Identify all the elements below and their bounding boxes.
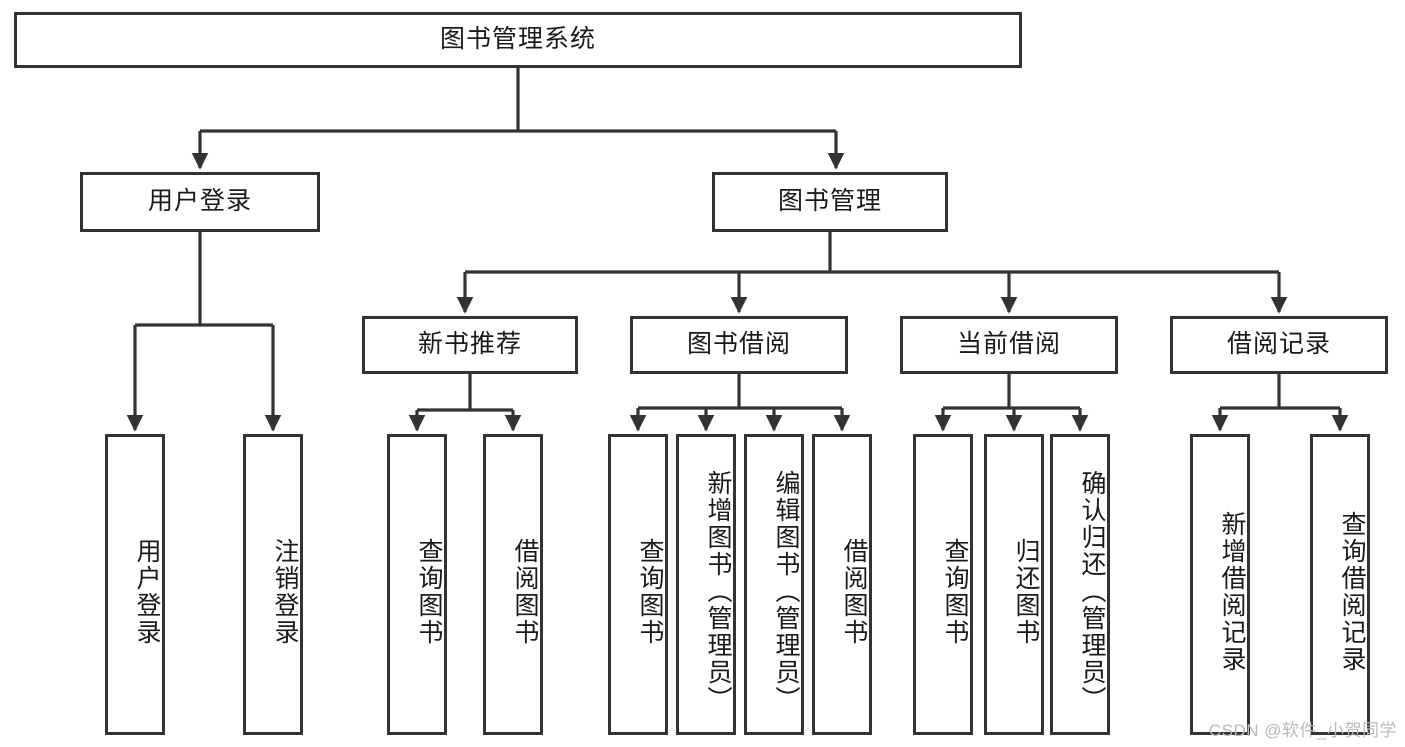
leaf-query-books-borrow[interactable]: 查询图书 bbox=[608, 434, 668, 735]
edge-group bbox=[126, 68, 1349, 432]
leaf-borrow-books[interactable]: 借阅图书 bbox=[812, 434, 872, 735]
leaf-query-borrow-record[interactable]: 查询借阅记录 bbox=[1310, 434, 1370, 735]
node-book-borrow[interactable]: 图书借阅 bbox=[630, 316, 848, 374]
leaf-logout[interactable]: 注销登录 bbox=[243, 434, 303, 735]
leaf-borrow-books-recommend[interactable]: 借阅图书 bbox=[483, 434, 543, 735]
node-borrow-records[interactable]: 借阅记录 bbox=[1170, 316, 1388, 374]
node-new-book-recommend[interactable]: 新书推荐 bbox=[362, 316, 578, 374]
leaf-confirm-return-admin[interactable]: 确认归还（管理员） bbox=[1050, 434, 1110, 735]
leaf-query-books-recommend[interactable]: 查询图书 bbox=[387, 434, 447, 735]
leaf-add-borrow-record[interactable]: 新增借阅记录 bbox=[1190, 434, 1250, 735]
leaf-add-book-admin[interactable]: 新增图书（管理员） bbox=[676, 434, 736, 735]
node-root[interactable]: 图书管理系统 bbox=[14, 12, 1022, 68]
leaf-query-books-current[interactable]: 查询图书 bbox=[913, 434, 973, 735]
leaf-user-login[interactable]: 用户登录 bbox=[105, 434, 165, 735]
node-book-management[interactable]: 图书管理 bbox=[712, 172, 948, 232]
node-current-borrow[interactable]: 当前借阅 bbox=[900, 316, 1118, 374]
leaf-return-books[interactable]: 归还图书 bbox=[984, 434, 1044, 735]
node-user-login[interactable]: 用户登录 bbox=[80, 172, 320, 232]
leaf-edit-book-admin[interactable]: 编辑图书（管理员） bbox=[744, 434, 804, 735]
